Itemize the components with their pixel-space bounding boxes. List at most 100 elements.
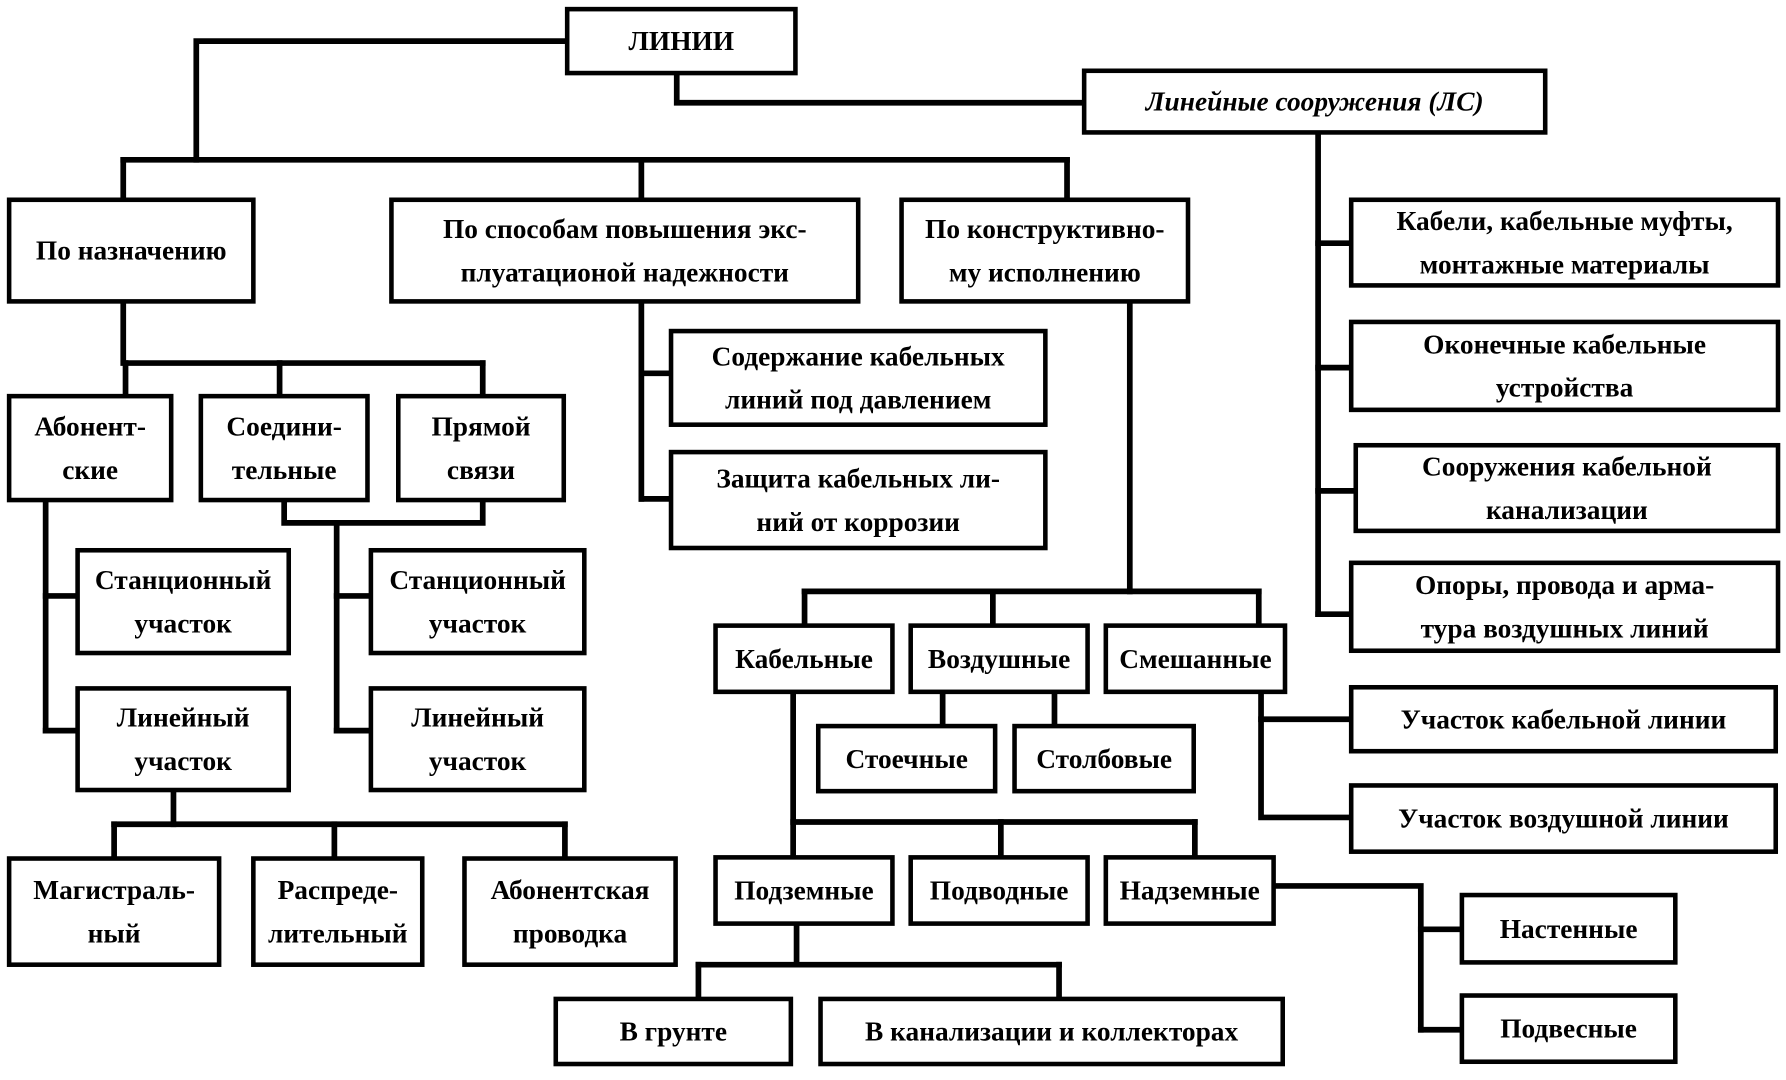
node-overhead-line-section: Участок воздушной линии (1348, 783, 1779, 854)
node-label: Участок кабельной линии (1401, 704, 1727, 734)
node-station-section-right: Станционный участок (368, 547, 587, 656)
node-label: Абонентская (491, 875, 650, 905)
node-cable: Кабельные (713, 623, 895, 695)
node-label: Защита кабельных ли- (716, 463, 1000, 493)
node-label: участок (134, 746, 232, 776)
node-label: участок (429, 608, 527, 638)
node-box (251, 856, 425, 967)
connector-line (1270, 883, 1424, 1033)
node-box (818, 996, 1286, 1067)
node-label: Соедини- (226, 412, 342, 442)
node-label: плуатационой надежности (461, 257, 790, 287)
nodes: ЛИНИИ Линейные сооружения (ЛС) По назначен… (6, 6, 1781, 1067)
node-box (396, 393, 567, 503)
node-label: Настенные (1500, 914, 1638, 944)
node-pressurized: Содержание кабельных линий под давлением (668, 328, 1048, 427)
node-label: Смешанные (1119, 644, 1271, 674)
node-label: По конструктивно- (925, 214, 1164, 244)
node-box (1348, 560, 1781, 654)
node-box (462, 856, 678, 967)
node-label: участок (429, 746, 527, 776)
node-box (1348, 684, 1779, 754)
node-pole: Столбовые (1012, 723, 1196, 794)
node-label: ный (88, 918, 141, 948)
node-connecting: Соедини-тельные (198, 393, 370, 503)
node-box (553, 996, 794, 1067)
connector-line (120, 298, 486, 366)
node-box (1348, 319, 1781, 413)
node-aboveground: Надземные (1103, 855, 1276, 926)
node-label: ний от коррозии (756, 507, 960, 537)
node-box (6, 856, 222, 967)
node-line-structures: Линейные сооружения (ЛС) (1081, 68, 1548, 135)
node-box (564, 6, 798, 76)
node-label: По назначению (36, 236, 227, 266)
node-label: ЛИНИИ (629, 26, 735, 56)
node-by-purpose: По назначению (6, 197, 256, 304)
node-cables-couplings: Кабели, кабельные муфты, монтажные матери… (1348, 197, 1781, 288)
node-label: Кабельные (735, 644, 873, 674)
node-box (6, 197, 256, 304)
connector-line (1258, 688, 1355, 821)
node-label: канализации (1486, 495, 1648, 525)
node-box (668, 328, 1048, 427)
node-box (1012, 723, 1196, 794)
node-box (908, 855, 1090, 926)
node-label: В грунте (620, 1017, 727, 1047)
node-box (389, 197, 861, 304)
node-label: Оконечные кабельные (1423, 329, 1706, 359)
node-label: Опоры, провода и арма- (1415, 570, 1714, 600)
node-label: Распреде- (278, 875, 398, 905)
node-label: Линейный (117, 703, 250, 733)
node-label: Содержание кабельных (712, 341, 1005, 371)
node-station-section-left: Станционный участок (75, 547, 292, 656)
node-label: Кабели, кабельные муфты, (1397, 206, 1733, 236)
node-label: устройства (1496, 373, 1634, 403)
node-box (1459, 993, 1678, 1065)
node-label: Надземные (1120, 876, 1260, 906)
node-label: проводка (513, 918, 628, 948)
node-underground: Подземные (713, 855, 895, 926)
node-label: Столбовые (1036, 744, 1172, 774)
node-box (75, 686, 292, 793)
node-label: Магистраль- (33, 875, 195, 905)
node-label: Стоечные (846, 744, 968, 774)
node-box (368, 547, 587, 656)
node-suspended: Подвесные (1459, 993, 1678, 1065)
node-wall-mounted: Настенные (1459, 892, 1678, 965)
node-terminal-devices: Оконечные кабельные устройства (1348, 319, 1781, 413)
node-label: Линейный (411, 703, 544, 733)
node-label: Станционный (389, 565, 566, 595)
node-label: участок (134, 608, 232, 638)
node-label: монтажные материалы (1420, 249, 1710, 279)
node-subscriber: Абонент-ские (6, 393, 174, 503)
node-label: Подземные (734, 876, 873, 906)
node-label: По способам повышения экс- (443, 214, 807, 244)
node-label: тура воздушных линий (1421, 614, 1709, 644)
node-box (1348, 783, 1779, 854)
node-label: лительный (268, 918, 408, 948)
node-label: Станционный (95, 565, 272, 595)
node-box (6, 393, 174, 503)
node-by-design: По конструктивно-му исполнению (899, 197, 1191, 304)
node-by-reliability: По способам повышения экс-плуатационой н… (389, 197, 861, 304)
connectors (42, 38, 1465, 1033)
node-lines-root: ЛИНИИ (564, 6, 798, 76)
node-label: Участок воздушной линии (1398, 804, 1729, 834)
node-box (1353, 442, 1781, 534)
node-box (1103, 623, 1288, 695)
node-box (713, 623, 895, 695)
node-label: линий под давлением (725, 385, 991, 415)
node-label: Прямой (431, 412, 530, 442)
node-label: му исполнению (949, 257, 1141, 287)
node-label: Воздушные (928, 644, 1070, 674)
node-label: В канализации и коллекторах (865, 1017, 1238, 1047)
node-trunk: Магистраль-ный (6, 856, 222, 967)
node-label: тельные (232, 455, 337, 485)
node-label: Линейные сооружения (ЛС) (1145, 87, 1484, 117)
node-box (815, 723, 998, 794)
node-line-section-left: Линейный участок (75, 686, 292, 793)
